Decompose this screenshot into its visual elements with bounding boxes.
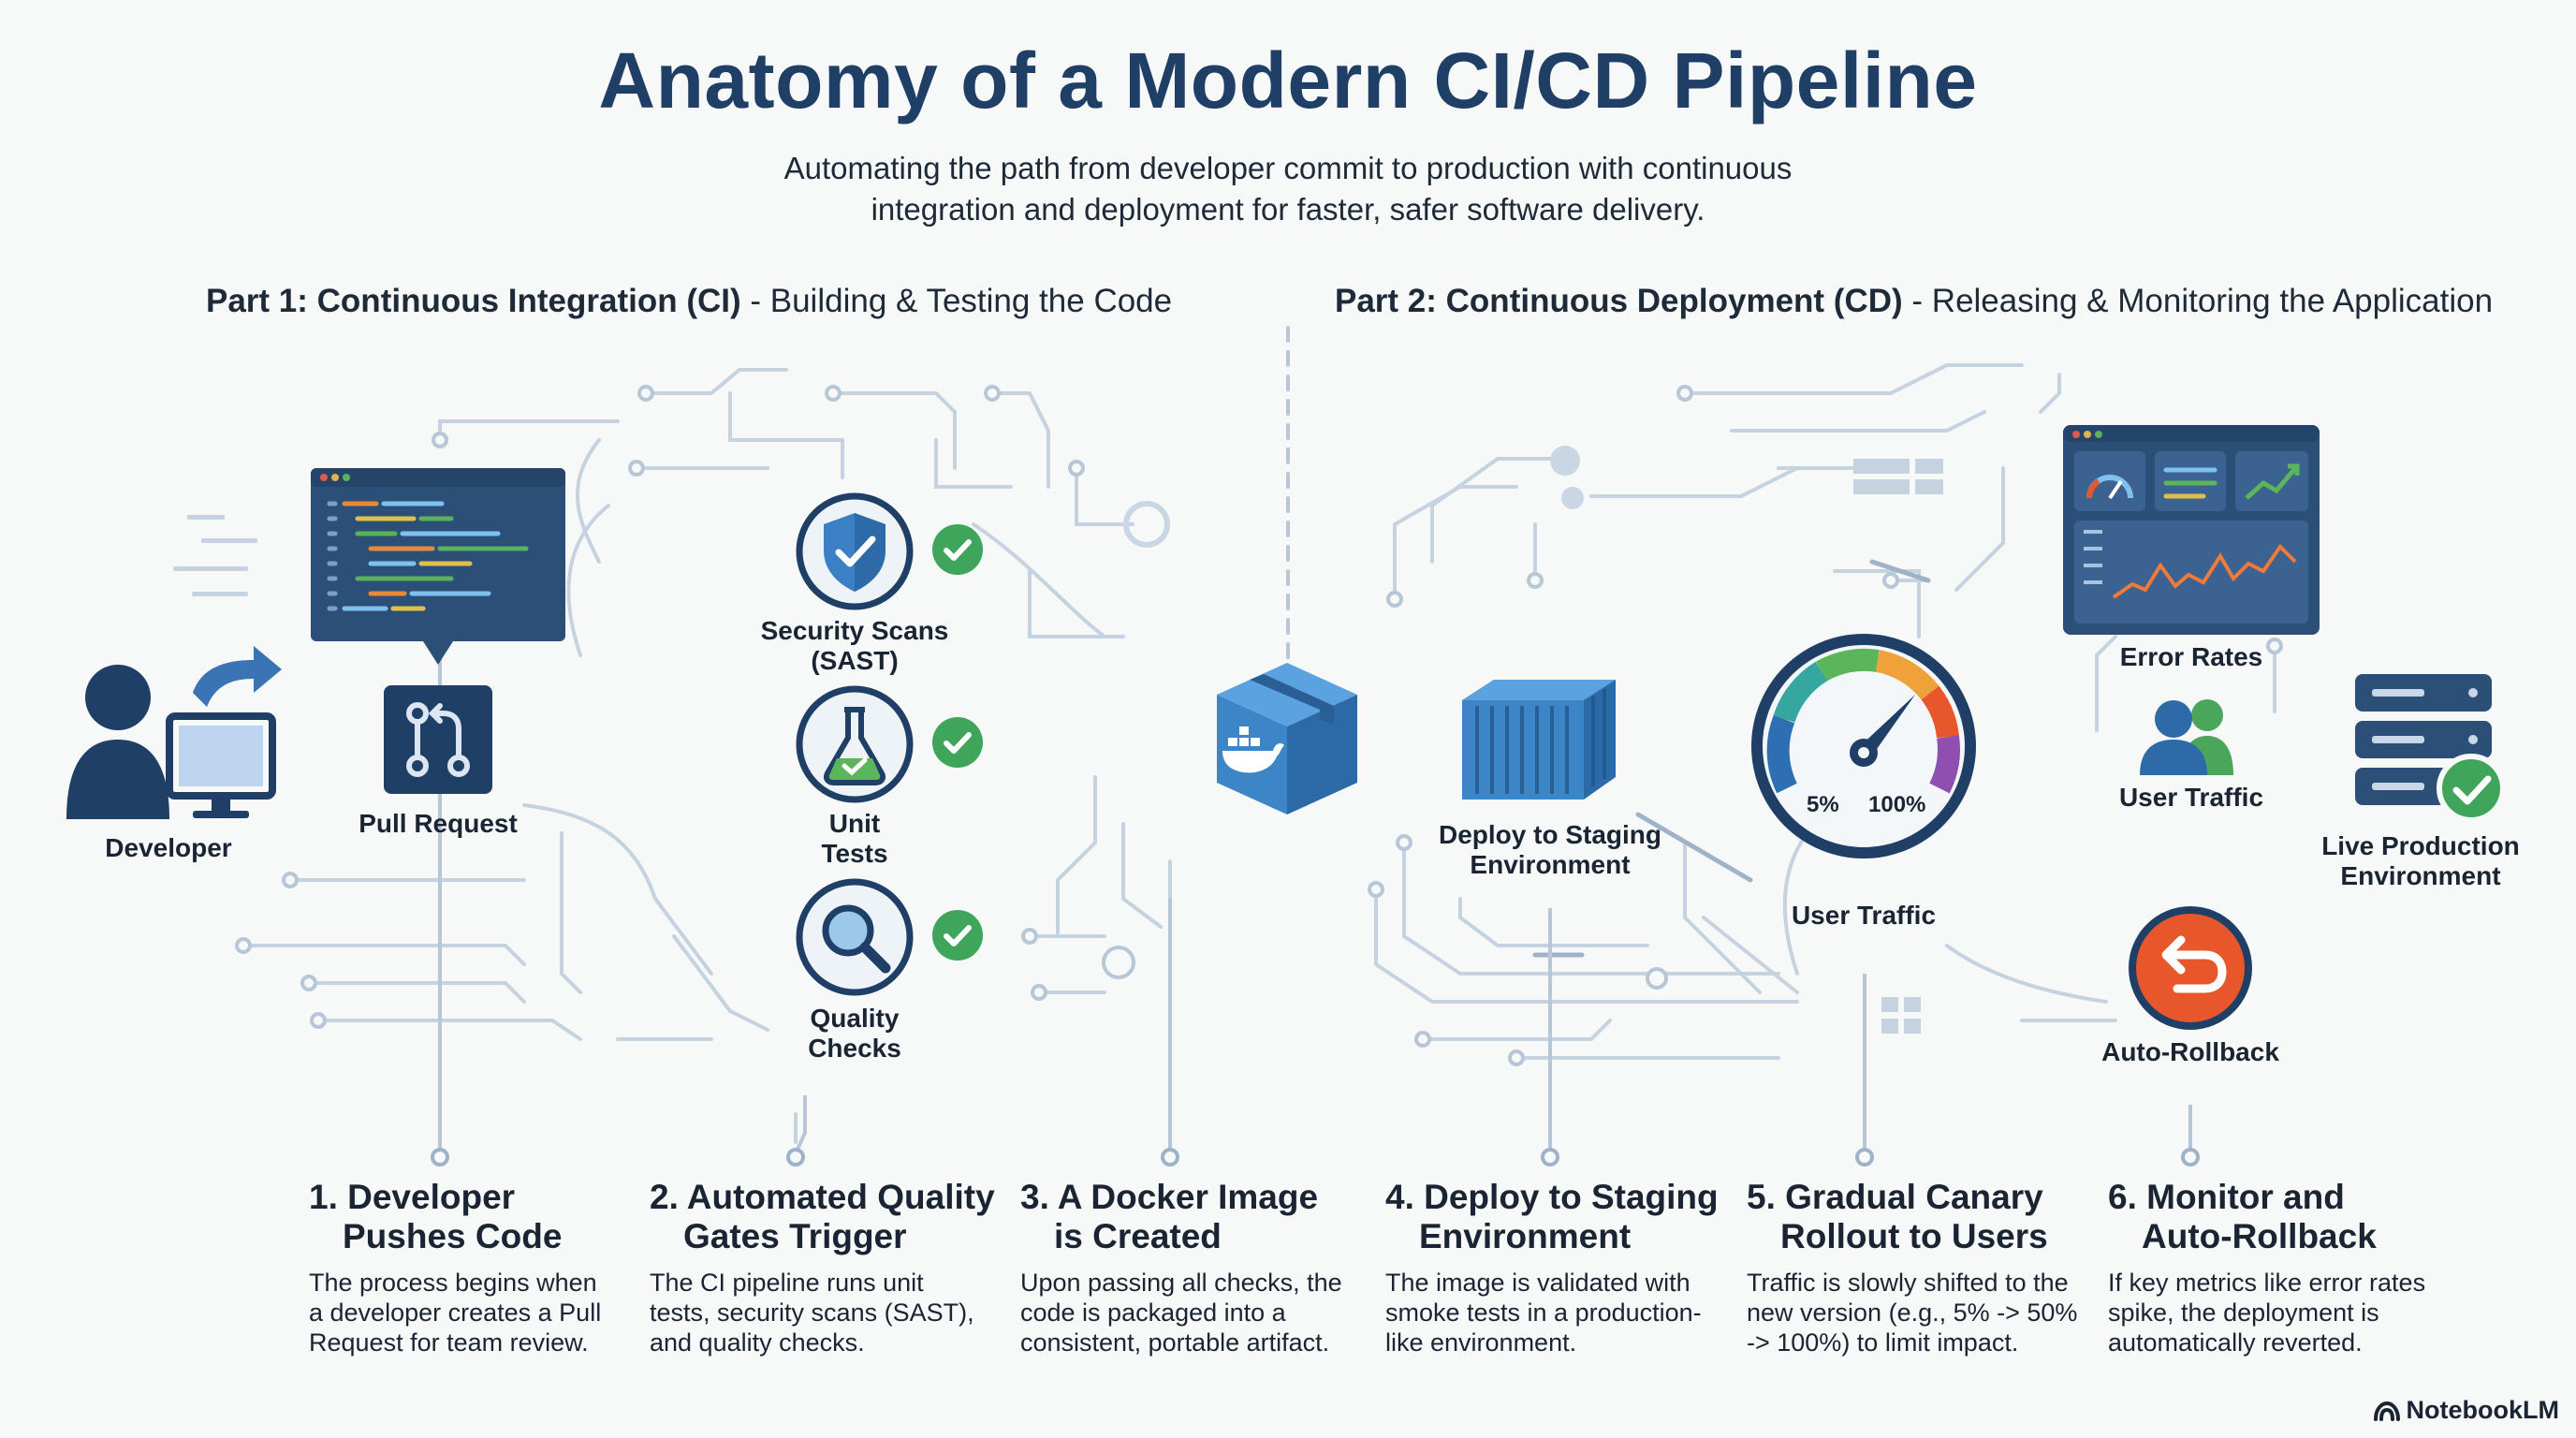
flask-icon xyxy=(796,685,914,803)
step-4-title: 4. Deploy to Staging Environment xyxy=(1385,1178,1741,1256)
step-5-title-line-1: 5. Gradual Canary xyxy=(1747,1178,2043,1216)
shipping-container-icon xyxy=(1462,680,1616,800)
page-title: Anatomy of a Modern CI/CD Pipeline xyxy=(598,37,1978,125)
part1-heading-bold: Part 1: Continuous Integration (CI) xyxy=(206,283,741,319)
step-1-title-line-1: 1. Developer xyxy=(309,1178,516,1216)
auto-rollback-label: Auto-Rollback xyxy=(2101,1037,2279,1066)
unit-tests-label: Unit Tests xyxy=(784,809,925,869)
part1-heading: Part 1: Continuous Integration (CI) - Bu… xyxy=(206,283,1172,320)
step-6-title: 6. Monitor and Auto-Rollback xyxy=(2108,1178,2464,1256)
check-icon xyxy=(932,910,983,961)
gauge-high-label: 100% xyxy=(1868,792,1926,817)
unit-label-line-2: Tests xyxy=(821,839,888,868)
brand-label: NotebookLM xyxy=(2406,1396,2559,1424)
developer-person-icon xyxy=(66,646,282,819)
code-window-icon xyxy=(311,468,565,665)
step-2-title: 2. Automated Quality Gates Trigger xyxy=(650,1178,1005,1256)
step-6-desc-line-3: automatically reverted. xyxy=(2108,1328,2363,1357)
part1-heading-rest: - Building & Testing the Code xyxy=(740,283,1173,319)
step-5-desc-line-1: Traffic is slowly shifted to the xyxy=(1747,1269,2069,1297)
staging-label: Deploy to Staging Environment xyxy=(1423,820,1677,880)
step-1-description: The process begins when a developer crea… xyxy=(309,1268,646,1357)
security-label-line-2: (SAST) xyxy=(811,646,899,675)
live-label-line-2: Environment xyxy=(2340,861,2501,890)
step-1-desc-line-1: The process begins when xyxy=(309,1269,597,1297)
step-1-title: 1. Developer Pushes Code xyxy=(309,1178,665,1256)
check-icon xyxy=(932,717,983,768)
step-5-description: Traffic is slowly shifted to the new ver… xyxy=(1747,1268,2102,1357)
security-scans-label: Security Scans (SAST) xyxy=(738,616,972,676)
server-stack-icon xyxy=(2355,674,2506,823)
part2-heading-rest: - Releasing & Monitoring the Application xyxy=(1902,283,2494,319)
staging-label-line-2: Environment xyxy=(1470,850,1631,879)
step-2-desc-line-3: and quality checks. xyxy=(650,1328,865,1357)
live-production-label: Live Production Environment xyxy=(2312,831,2529,891)
step-6-desc-line-1: If key metrics like error rates xyxy=(2108,1269,2426,1297)
step-6-title-line-1: 6. Monitor and xyxy=(2108,1178,2345,1216)
page-subtitle: Automating the path from developer commi… xyxy=(633,148,1943,230)
gauge-icon xyxy=(1751,634,1976,858)
unit-label-line-1: Unit xyxy=(828,809,881,838)
subtitle-line-2: integration and deployment for faster, s… xyxy=(871,192,1705,227)
subtitle-line-1: Automating the path from developer commi… xyxy=(783,151,1793,185)
step-3-description: Upon passing all checks, the code is pac… xyxy=(1020,1268,1357,1357)
check-icon xyxy=(932,524,983,575)
rollback-icon xyxy=(2129,906,2252,1030)
step-2-desc-line-2: tests, security scans (SAST), xyxy=(650,1299,974,1327)
pull-request-label: Pull Request xyxy=(359,809,518,838)
step-4-title-line-1: 4. Deploy to Staging xyxy=(1385,1178,1719,1216)
step-2-title-line-2: Gates Trigger xyxy=(683,1217,907,1255)
step-4-desc-line-2: smoke tests in a production- xyxy=(1385,1299,1702,1327)
step-5-desc-line-2: new version (e.g., 5% -> 50% xyxy=(1747,1299,2078,1327)
docker-box-icon xyxy=(1217,663,1357,814)
step-5-title-line-2: Rollout to Users xyxy=(1780,1217,2048,1255)
step-6-title-line-2: Auto-Rollback xyxy=(2142,1217,2377,1255)
shield-icon xyxy=(796,492,914,610)
step-3-desc-line-3: consistent, portable artifact. xyxy=(1020,1328,1330,1357)
error-rates-label: Error Rates xyxy=(2119,642,2263,671)
step-3-title-line-1: 3. A Docker Image xyxy=(1020,1178,1319,1216)
security-label-line-1: Security Scans xyxy=(760,616,949,645)
notebooklm-brand: NotebookLM xyxy=(2373,1396,2559,1425)
dashboard-user-traffic-label: User Traffic xyxy=(2118,783,2264,812)
part2-heading-bold: Part 2: Continuous Deployment (CD) xyxy=(1335,283,1903,319)
gauge-user-traffic-label: User Traffic xyxy=(1791,901,1937,930)
step-3-desc-line-1: Upon passing all checks, the xyxy=(1020,1269,1342,1297)
quality-label-line-2: Checks xyxy=(808,1034,901,1063)
pull-request-icon xyxy=(384,685,492,794)
step-5-title: 5. Gradual Canary Rollout to Users xyxy=(1747,1178,2102,1256)
step-4-desc-line-1: The image is validated with xyxy=(1385,1269,1690,1297)
step-2-desc-line-1: The CI pipeline runs unit xyxy=(650,1269,924,1297)
step-1-desc-line-2: a developer creates a Pull xyxy=(309,1299,602,1327)
live-label-line-1: Live Production xyxy=(2321,831,2520,860)
step-3-desc-line-2: code is packaged into a xyxy=(1020,1299,1286,1327)
step-3-title-line-2: is Created xyxy=(1054,1217,1222,1255)
step-6-desc-line-2: spike, the deployment is xyxy=(2108,1299,2379,1327)
step-6-description: If key metrics like error rates spike, t… xyxy=(2108,1268,2445,1357)
quality-label-line-1: Quality xyxy=(810,1004,900,1033)
step-1-title-line-2: Pushes Code xyxy=(343,1217,563,1255)
staging-label-line-1: Deploy to Staging xyxy=(1439,820,1661,849)
notebooklm-logo-icon xyxy=(2373,1401,2400,1421)
step-4-desc-line-3: like environment. xyxy=(1385,1328,1577,1357)
users-icon xyxy=(2140,699,2233,775)
dashboard-icon xyxy=(2063,425,2320,635)
step-2-description: The CI pipeline runs unit tests, securit… xyxy=(650,1268,987,1357)
magnifier-icon xyxy=(796,878,914,996)
step-4-description: The image is validated with smoke tests … xyxy=(1385,1268,1722,1357)
step-4-title-line-2: Environment xyxy=(1419,1217,1632,1255)
part2-heading: Part 2: Continuous Deployment (CD) - Rel… xyxy=(1335,283,2493,320)
step-1-desc-line-3: Request for team review. xyxy=(309,1328,589,1357)
quality-checks-label: Quality Checks xyxy=(784,1004,925,1064)
developer-label: Developer xyxy=(105,833,232,862)
gauge-low-label: 5% xyxy=(1807,792,1839,817)
step-2-title-line-1: 2. Automated Quality xyxy=(650,1178,995,1216)
step-3-title: 3. A Docker Image is Created xyxy=(1020,1178,1376,1256)
step-5-desc-line-3: -> 100%) to limit impact. xyxy=(1747,1328,2019,1357)
